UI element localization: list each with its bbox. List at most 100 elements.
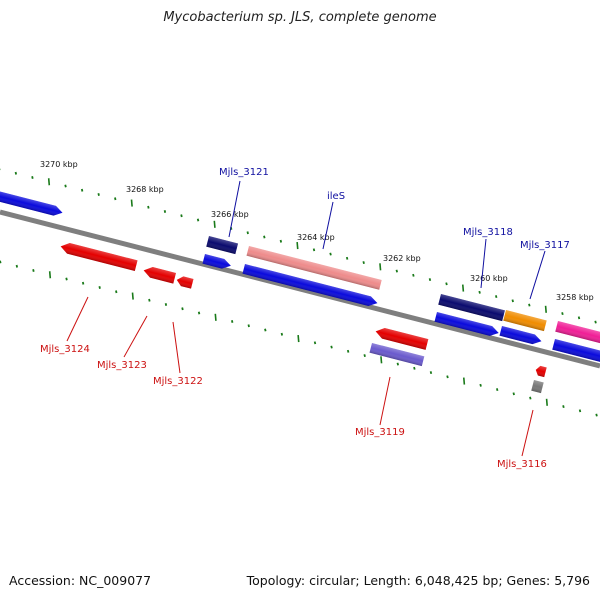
- lower-tick-mark-33: [545, 398, 548, 406]
- tick-label-3260: 3260 kbp: [470, 274, 508, 283]
- upper-tick-mark-8: [130, 199, 133, 207]
- lower-tick-mark-4: [65, 277, 68, 281]
- upper-tick-mark-24: [395, 269, 398, 273]
- lower-tick-mark-29: [479, 383, 482, 387]
- gene-label-mjls-3124: Mjls_3124: [40, 344, 90, 355]
- label-leaders: [66, 180, 546, 457]
- gene-mjls-3122: [176, 276, 194, 289]
- gene-blue-3118b: [434, 312, 499, 336]
- lower-tick-mark-6: [98, 286, 101, 289]
- upper-tick-mark-22: [362, 261, 365, 264]
- upper-tick-mark-1: [14, 171, 18, 175]
- gene-label-mjls-3116: Mjls_3116: [497, 459, 547, 470]
- lower-tick-mark-32: [529, 396, 532, 400]
- leader-mjls-3116: [521, 409, 534, 457]
- gene-mjls-3124: [60, 242, 138, 272]
- lower-tick-mark-10: [164, 303, 168, 306]
- gene-blue-3117b: [499, 326, 542, 345]
- upper-tick-mark-7: [114, 197, 117, 201]
- lower-tick-mark-25: [413, 366, 416, 370]
- upper-tick-mark-26: [428, 278, 432, 281]
- leader-mjls-3118: [480, 238, 487, 289]
- upper-tick-mark-13: [213, 220, 216, 228]
- tick-label-3262: 3262 kbp: [383, 254, 421, 263]
- lower-tick-mark-18: [297, 334, 300, 343]
- lower-tick-mark-31: [512, 392, 515, 396]
- upper-tick-mark-35: [577, 316, 581, 320]
- upper-tick-mark-20: [329, 252, 332, 256]
- lower-tick-mark-11: [181, 307, 184, 311]
- gene-mjls-3123: [143, 266, 176, 284]
- upper-tick-mark-23: [379, 263, 382, 271]
- gene-mjls-3121: [206, 236, 239, 255]
- gene-blue-long: [242, 264, 378, 307]
- lower-tick-mark-30: [496, 388, 499, 391]
- lower-tick-mark-34: [562, 405, 565, 409]
- gene-label-iles: ileS: [327, 191, 345, 202]
- tick-label-3266: 3266 kbp: [211, 210, 249, 219]
- upper-tick-mark-12: [196, 218, 200, 222]
- gene-label-mjls-3123: Mjls_3123: [97, 360, 147, 371]
- lower-tick-mark-17: [280, 332, 284, 336]
- lower-tick-mark-0: [0, 260, 2, 264]
- upper-tick-mark-3: [47, 178, 51, 186]
- upper-tick-mark-28: [461, 284, 465, 292]
- lower-tick-track: [0, 260, 598, 417]
- gene-mjls-3119: [375, 327, 429, 350]
- tick-label-3258: 3258 kbp: [556, 293, 594, 302]
- leader-mjls-3121: [228, 180, 241, 238]
- upper-tick-mark-19: [312, 248, 316, 252]
- upper-tick-mark-2: [31, 176, 34, 179]
- upper-tick-mark-34: [561, 312, 564, 316]
- gene-iles: [246, 246, 382, 290]
- lower-tick-mark-13: [214, 313, 217, 321]
- upper-tick-track: [0, 168, 597, 324]
- gene-labels: Mjls_3121 ileS Mjls_3118 Mjls_3117 Mjls_…: [40, 167, 570, 470]
- gene-mjls-3117: [503, 310, 547, 332]
- gene-mjls-3118: [438, 294, 505, 322]
- leader-mjls-3119: [379, 376, 391, 426]
- accession-text: Accession: NC_009077: [9, 573, 152, 588]
- gene-left-blue: [0, 190, 63, 216]
- gene-pink: [555, 321, 600, 345]
- upper-tick-mark-15: [246, 231, 249, 235]
- lower-tick-mark-24: [396, 362, 399, 366]
- upper-tick-mark-33: [544, 305, 547, 313]
- figure-title: Mycobacterium sp. JLS, complete genome: [163, 10, 437, 25]
- gene-purple: [369, 343, 425, 367]
- lower-tick-mark-19: [313, 341, 317, 345]
- gene-features: [0, 190, 600, 394]
- lower-tick-mark-1: [15, 264, 19, 268]
- upper-tick-mark-27: [445, 282, 448, 286]
- lower-tick-mark-8: [131, 292, 134, 300]
- lower-tick-mark-12: [197, 311, 201, 315]
- upper-tick-mark-6: [97, 193, 100, 196]
- lower-tick-mark-23: [380, 356, 383, 364]
- lower-tick-mark-9: [148, 298, 151, 302]
- gene-mjls-3116: [535, 365, 547, 378]
- tick-label-3268: 3268 kbp: [126, 185, 164, 194]
- upper-tick-mark-16: [263, 235, 266, 239]
- gene-label-mjls-3118: Mjls_3118: [463, 227, 513, 238]
- lower-tick-mark-27: [446, 375, 449, 379]
- lower-tick-mark-5: [81, 281, 85, 285]
- tick-label-3270: 3270 kbp: [40, 160, 78, 169]
- upper-tick-mark-10: [163, 210, 167, 213]
- tick-label-3264: 3264 kbp: [297, 233, 335, 242]
- tick-labels: 3270 kbp 3268 kbp 3266 kbp 3264 kbp 3262…: [40, 160, 594, 302]
- leader-iles: [322, 201, 334, 250]
- gene-label-mjls-3121: Mjls_3121: [219, 167, 269, 178]
- lower-tick-mark-3: [48, 271, 52, 279]
- upper-tick-mark-4: [64, 184, 67, 188]
- leader-mjls-3117: [529, 250, 546, 300]
- upper-tick-mark-18: [296, 241, 299, 250]
- lower-tick-mark-20: [330, 345, 333, 349]
- gene-label-mjls-3117: Mjls_3117: [520, 240, 570, 251]
- upper-tick-mark-29: [478, 290, 481, 294]
- upper-tick-mark-11: [180, 214, 183, 218]
- upper-tick-mark-30: [495, 295, 498, 298]
- gene-blue-small: [202, 254, 231, 269]
- upper-tick-mark-32: [528, 303, 531, 307]
- lower-tick-mark-26: [429, 371, 433, 374]
